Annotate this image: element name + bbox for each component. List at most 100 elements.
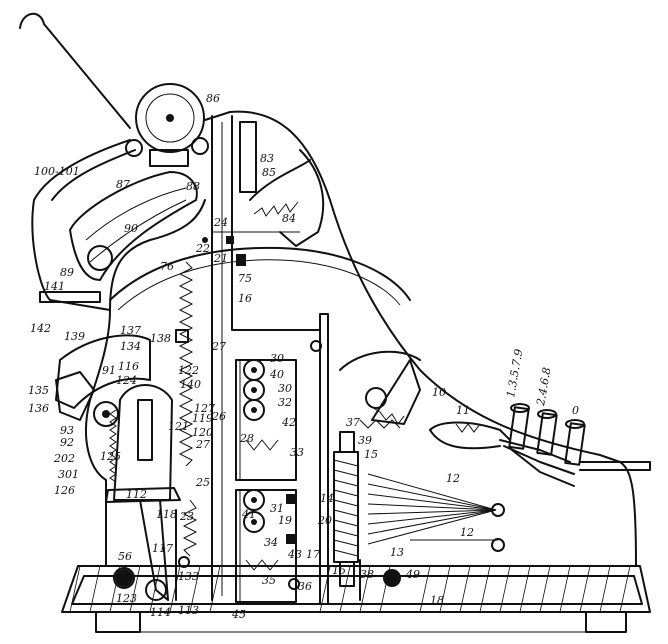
- label-76: 76: [160, 260, 174, 273]
- coil-spring-column: [310, 313, 401, 605]
- label-140: 140: [180, 378, 201, 391]
- sector-gear: [105, 384, 181, 503]
- ratchet-fan-wheel: [339, 350, 421, 425]
- label-141: 141: [44, 280, 65, 293]
- label-39: 39: [358, 434, 372, 447]
- label-136: 136: [28, 402, 49, 415]
- label-24: 24: [213, 216, 228, 229]
- label-83: 83: [260, 152, 274, 165]
- label-12b: 12: [460, 526, 474, 539]
- label-13: 13: [390, 546, 404, 559]
- label-23: 23: [179, 510, 194, 523]
- label-26: 26: [211, 410, 226, 423]
- label-2468: 2.4.6.8: [534, 366, 554, 407]
- label-120: 120: [192, 426, 213, 439]
- label-86: 86: [206, 92, 220, 105]
- main-slide: [202, 115, 321, 601]
- label-36: 36: [298, 580, 312, 593]
- label-31: 31: [270, 502, 284, 515]
- label-114: 114: [150, 606, 171, 619]
- label-10: 10: [432, 386, 446, 399]
- label-15b: 15: [332, 564, 346, 577]
- label-11: 11: [456, 404, 470, 417]
- label-19: 19: [278, 514, 292, 527]
- label-301: 301: [58, 468, 79, 481]
- label-16: 16: [238, 292, 252, 305]
- label-21: 21: [213, 252, 228, 265]
- label-32: 32: [278, 396, 292, 409]
- label-22: 22: [195, 242, 210, 255]
- label-13579: 1.3.5.7.9: [504, 348, 525, 398]
- label-25: 25: [195, 476, 210, 489]
- label-0: 0: [572, 404, 579, 417]
- label-38: 38: [360, 568, 374, 581]
- callout-labels: 100-101 86 87 88 89 90 83 85 84 24 22 21…: [28, 92, 579, 621]
- label-88: 88: [186, 180, 200, 193]
- label-126: 126: [54, 484, 75, 497]
- label-134: 134: [120, 340, 141, 353]
- label-127: 127: [194, 402, 215, 415]
- label-27b: 27: [195, 438, 210, 451]
- label-41: 41: [241, 508, 256, 521]
- label-100-101: 100-101: [34, 165, 80, 178]
- label-34: 34: [264, 536, 278, 549]
- label-40: 40: [269, 368, 284, 381]
- label-15a: 15: [364, 448, 378, 461]
- label-113: 113: [178, 604, 199, 617]
- label-37: 37: [346, 416, 360, 429]
- label-91: 91: [102, 364, 116, 377]
- lower-left-lever: [113, 499, 198, 601]
- label-138: 138: [150, 332, 171, 345]
- label-124: 124: [116, 374, 137, 387]
- label-123: 123: [116, 592, 137, 605]
- label-43: 43: [287, 548, 302, 561]
- label-49: 49: [405, 568, 420, 581]
- label-87: 87: [116, 178, 130, 191]
- label-18: 18: [430, 594, 444, 607]
- label-75: 75: [238, 272, 252, 285]
- label-42: 42: [281, 416, 296, 429]
- label-118: 118: [156, 508, 177, 521]
- label-56: 56: [118, 550, 132, 563]
- key-stems: [508, 403, 651, 471]
- left-mechanism: [39, 291, 189, 427]
- label-137: 137: [120, 324, 141, 337]
- label-14: 14: [320, 492, 334, 505]
- key-levers: [429, 421, 575, 487]
- label-93: 93: [60, 424, 74, 437]
- label-20: 20: [317, 514, 332, 527]
- label-85: 85: [262, 166, 276, 179]
- label-121: 121: [168, 420, 189, 433]
- label-125: 125: [100, 450, 121, 463]
- label-30a: 30: [270, 352, 284, 365]
- label-117: 117: [152, 542, 173, 555]
- label-142: 142: [30, 322, 51, 335]
- label-122: 122: [178, 364, 199, 377]
- label-202: 202: [53, 452, 75, 465]
- label-112: 112: [126, 488, 147, 501]
- label-90: 90: [124, 222, 138, 235]
- spring-76: [178, 261, 194, 467]
- label-139: 139: [64, 330, 85, 343]
- upper-frame: [31, 139, 136, 311]
- label-84: 84: [282, 212, 296, 225]
- label-17: 17: [306, 548, 320, 561]
- label-45: 45: [231, 608, 246, 621]
- typebar-guide: [69, 171, 198, 281]
- label-89: 89: [60, 266, 74, 279]
- platen-assembly: [125, 83, 209, 167]
- label-12a: 12: [446, 472, 460, 485]
- label-30b: 30: [278, 382, 292, 395]
- base-bolts: [115, 559, 401, 601]
- label-27a: 27: [211, 340, 226, 353]
- counter-wheels-column: [235, 359, 300, 603]
- wire-fan: [367, 473, 505, 552]
- label-135: 135: [28, 384, 49, 397]
- escapement-upper: [239, 121, 325, 247]
- label-35: 35: [262, 574, 276, 587]
- label-116: 116: [118, 360, 139, 373]
- label-33: 33: [290, 446, 304, 459]
- label-119: 119: [192, 412, 213, 425]
- type-bar: [19, 13, 131, 129]
